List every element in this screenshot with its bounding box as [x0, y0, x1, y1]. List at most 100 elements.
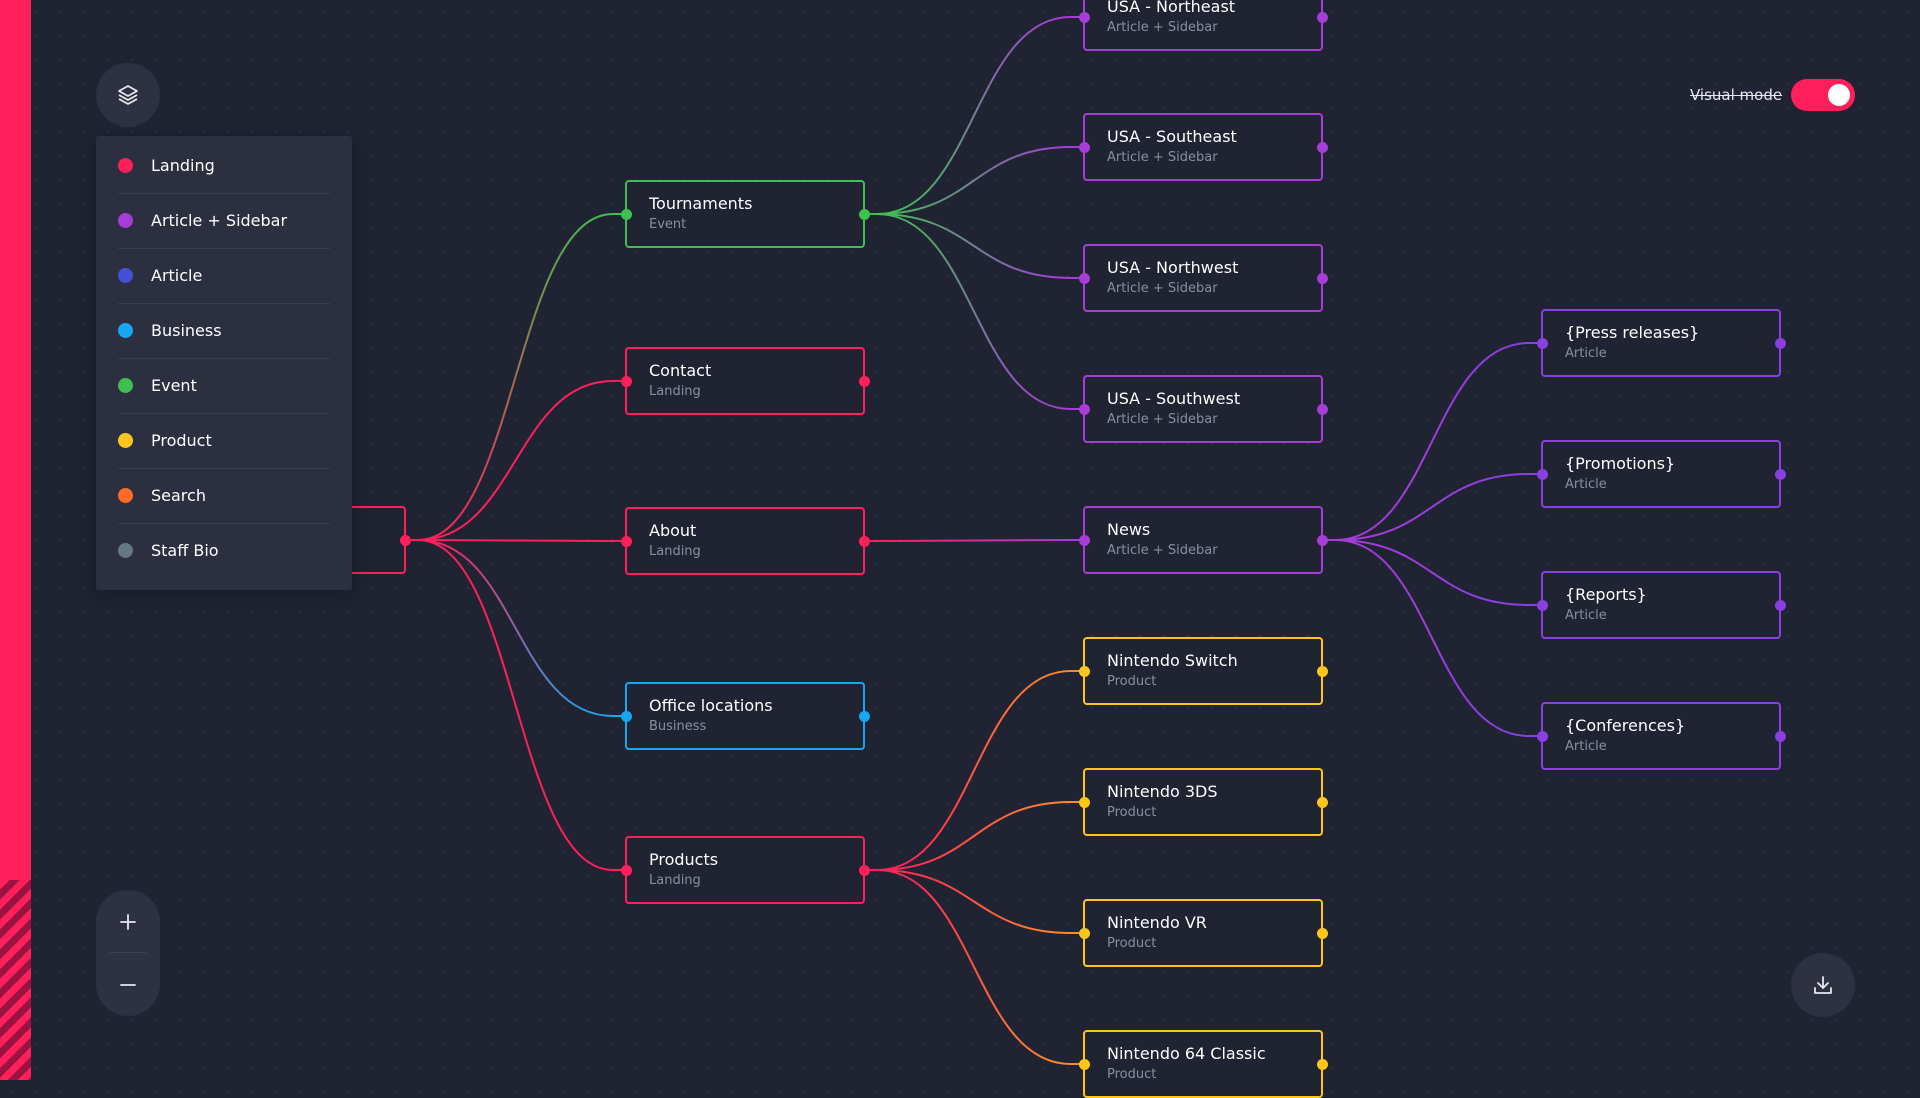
- connector-dot-left[interactable]: [1536, 337, 1548, 349]
- legend-label: Product: [151, 431, 212, 450]
- connector-dot-right[interactable]: [1774, 730, 1786, 742]
- node-title: Products: [649, 850, 719, 869]
- node-promotions[interactable]: {Promotions} Article: [1536, 440, 1786, 508]
- connector-dot-left[interactable]: [1078, 141, 1090, 153]
- node-usa-southeast[interactable]: USA - Southeast Article + Sidebar: [1078, 113, 1328, 181]
- node-title: {Promotions}: [1565, 454, 1676, 473]
- node-about[interactable]: About Landing: [620, 507, 870, 575]
- node-subtitle: Article + Sidebar: [1107, 412, 1218, 427]
- connector-dot-left[interactable]: [1078, 927, 1090, 939]
- node-contact[interactable]: Contact Landing: [620, 347, 870, 415]
- connector-dot-left[interactable]: [620, 864, 632, 876]
- connector-dot-left[interactable]: [620, 710, 632, 722]
- connector-dot-right[interactable]: [1316, 534, 1328, 546]
- edge-root-office: [406, 539, 625, 717]
- legend-item-business[interactable]: Business: [118, 303, 330, 359]
- node-title: USA - Northeast: [1107, 0, 1236, 16]
- node-usa-southwest[interactable]: USA - Southwest Article + Sidebar: [1078, 375, 1328, 443]
- node-reports[interactable]: {Reports} Article: [1536, 571, 1786, 639]
- node-conferences[interactable]: {Conferences} Article: [1536, 702, 1786, 770]
- connector-dot-right[interactable]: [858, 710, 870, 722]
- connector-dot-left[interactable]: [620, 375, 632, 387]
- connector-dot-right[interactable]: [1316, 11, 1328, 23]
- connector-dot-right[interactable]: [1316, 665, 1328, 677]
- connector-dot-left[interactable]: [620, 535, 632, 547]
- node-title: {Press releases}: [1565, 323, 1700, 342]
- legend-color-dot: [118, 378, 133, 393]
- connector-dot-right[interactable]: [858, 375, 870, 387]
- node-news[interactable]: News Article + Sidebar: [1078, 506, 1328, 574]
- node-usa-northeast[interactable]: USA - Northeast Article + Sidebar: [1078, 0, 1328, 51]
- node-subtitle: Article + Sidebar: [1107, 281, 1218, 296]
- connector-dot-right[interactable]: [1316, 272, 1328, 284]
- node-subtitle: Article + Sidebar: [1107, 543, 1218, 558]
- legend-item-event[interactable]: Event: [118, 358, 330, 414]
- download-button[interactable]: [1791, 953, 1855, 1017]
- connector-dot-left[interactable]: [1078, 796, 1090, 808]
- connector-dot-right[interactable]: [1316, 141, 1328, 153]
- node-title: Office locations: [649, 696, 773, 715]
- connector-dot-left[interactable]: [1078, 272, 1090, 284]
- legend-item-article[interactable]: Article: [118, 248, 330, 304]
- node-title: Nintendo 64 Classic: [1107, 1044, 1266, 1063]
- legend-color-dot: [118, 488, 133, 503]
- legend-item-landing[interactable]: Landing: [118, 138, 330, 194]
- connector-dot-right[interactable]: [399, 534, 411, 546]
- node-usa-northwest[interactable]: USA - Northwest Article + Sidebar: [1078, 244, 1328, 312]
- edge-news-conferences: [1323, 539, 1541, 737]
- legend-color-dot: [118, 543, 133, 558]
- legend-label: Event: [151, 376, 197, 395]
- node-nintendo-switch[interactable]: Nintendo Switch Product: [1078, 637, 1328, 705]
- connector-dot-right[interactable]: [858, 864, 870, 876]
- legend-panel: Landing Article + Sidebar Article Busine…: [96, 136, 352, 590]
- visual-mode-label: Visual mode: [1690, 86, 1783, 104]
- layers-button[interactable]: [96, 63, 160, 127]
- legend-item-search[interactable]: Search: [118, 468, 330, 524]
- left-accent-strip: [0, 0, 31, 1080]
- connector-dot-right[interactable]: [1316, 403, 1328, 415]
- node-press-releases[interactable]: {Press releases} Article: [1536, 309, 1786, 377]
- node-tournaments[interactable]: Tournaments Event: [620, 180, 870, 248]
- toggle-knob: [1828, 84, 1850, 106]
- legend-item-product[interactable]: Product: [118, 413, 330, 469]
- node-title: USA - Southwest: [1107, 389, 1241, 408]
- connector-dot-left[interactable]: [1078, 534, 1090, 546]
- legend-item-staff-bio[interactable]: Staff Bio: [118, 523, 330, 578]
- legend-label: Search: [151, 486, 206, 505]
- connector-dot-right[interactable]: [858, 208, 870, 220]
- legend-label: Article: [151, 266, 203, 285]
- node-office-locations[interactable]: Office locations Business: [620, 682, 870, 750]
- connector-dot-left[interactable]: [1078, 1058, 1090, 1070]
- connector-dot-right[interactable]: [1316, 796, 1328, 808]
- connector-dot-right[interactable]: [1316, 927, 1328, 939]
- node-products[interactable]: Products Landing: [620, 836, 870, 904]
- connector-dot-right[interactable]: [1774, 468, 1786, 480]
- node-subtitle: Article: [1565, 608, 1607, 623]
- connector-dot-left[interactable]: [1536, 599, 1548, 611]
- node-nintendo-vr[interactable]: Nintendo VR Product: [1078, 899, 1328, 967]
- zoom-out-button[interactable]: [96, 953, 160, 1016]
- visual-mode-toggle[interactable]: [1791, 79, 1855, 111]
- node-subtitle: Landing: [649, 873, 701, 888]
- connector-dot-left[interactable]: [1536, 730, 1548, 742]
- node-title: Tournaments: [649, 194, 753, 213]
- node-subtitle: Article: [1565, 739, 1607, 754]
- node-nintendo-64-classic[interactable]: Nintendo 64 Classic Product: [1078, 1030, 1328, 1098]
- connector-dot-right[interactable]: [1774, 337, 1786, 349]
- connector-dot-left[interactable]: [1078, 403, 1090, 415]
- legend-item-article-sidebar[interactable]: Article + Sidebar: [118, 193, 330, 249]
- connector-dot-right[interactable]: [1316, 1058, 1328, 1070]
- connector-dot-left[interactable]: [1078, 665, 1090, 677]
- node-title: News: [1107, 520, 1151, 539]
- edge-tournaments-usa_sw: [865, 213, 1083, 410]
- zoom-in-button[interactable]: [96, 890, 160, 953]
- connector-dot-left[interactable]: [1078, 11, 1090, 23]
- node-subtitle: Product: [1107, 936, 1157, 951]
- connector-dot-right[interactable]: [1774, 599, 1786, 611]
- node-subtitle: Article + Sidebar: [1107, 150, 1218, 165]
- node-nintendo-3ds[interactable]: Nintendo 3DS Product: [1078, 768, 1328, 836]
- connector-dot-left[interactable]: [1536, 468, 1548, 480]
- connector-dot-right[interactable]: [858, 535, 870, 547]
- connector-dot-left[interactable]: [620, 208, 632, 220]
